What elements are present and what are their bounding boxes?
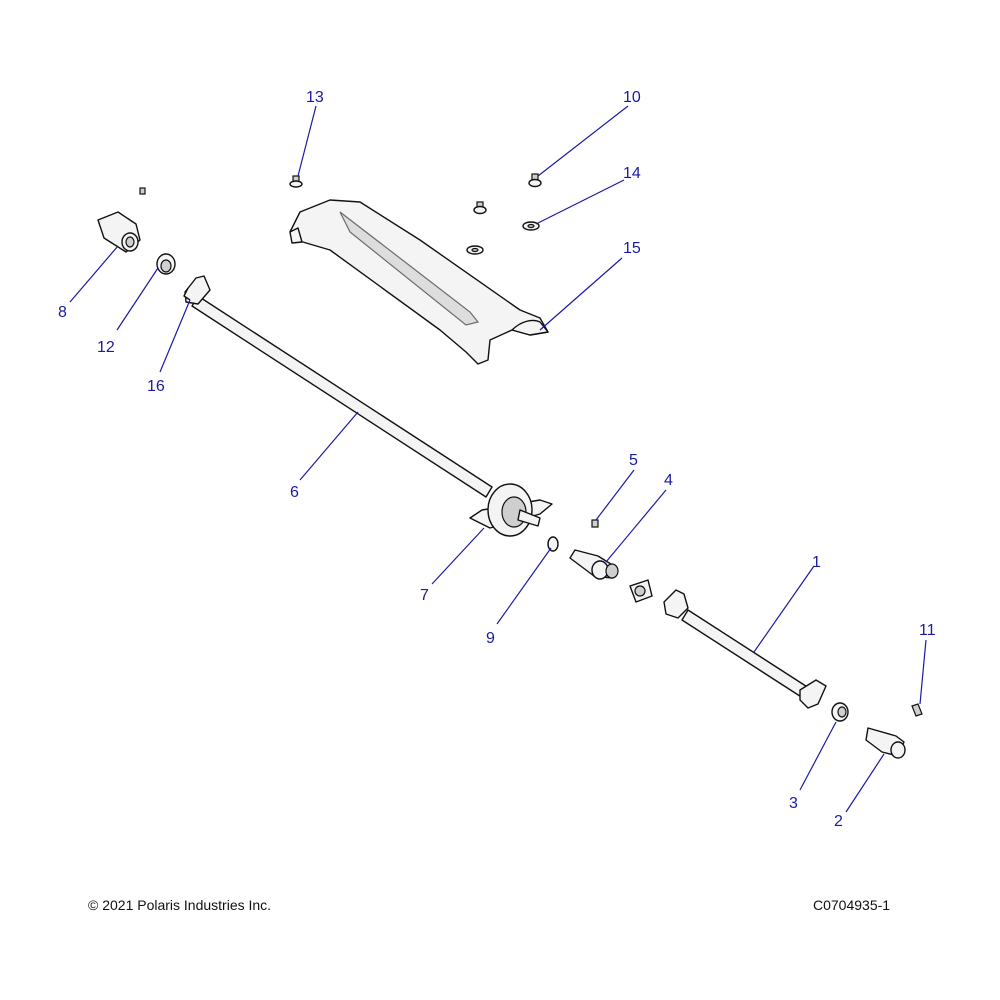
washer-center — [466, 245, 484, 255]
grease-fitting-5 — [591, 519, 599, 528]
callout-4: 4 — [664, 472, 673, 489]
copyright-notice: © 2021 Polaris Industries Inc. — [88, 897, 272, 913]
grease-fitting-front — [139, 187, 146, 195]
callout-5: 5 — [629, 452, 638, 469]
u-joint-3 — [831, 702, 849, 722]
roll-pin — [911, 703, 923, 717]
guard-bolt-10 — [528, 173, 542, 188]
u-joint-middle — [629, 579, 653, 603]
guard-bolt-13 — [289, 175, 303, 188]
drive-shaft-guard — [289, 199, 549, 365]
rear-yoke-2 — [865, 727, 906, 759]
slip-yoke — [569, 549, 619, 580]
callout-15: 15 — [623, 240, 641, 257]
callout-16: 16 — [147, 378, 165, 395]
u-joint-12 — [156, 253, 176, 275]
front-yoke-8 — [97, 211, 141, 253]
callout-8: 8 — [58, 304, 67, 321]
callout-1: 1 — [812, 554, 821, 571]
callout-2: 2 — [834, 813, 843, 830]
guard-bolt-center — [473, 201, 487, 215]
callout-7: 7 — [420, 587, 429, 604]
o-ring — [547, 536, 559, 552]
callout-12: 12 — [97, 339, 115, 356]
leader-lines — [69, 105, 927, 813]
callout-6: 6 — [290, 484, 299, 501]
callout-11: 11 — [919, 622, 936, 639]
drawing-number: C0704935-1 — [813, 897, 891, 913]
callout-14: 14 — [623, 165, 641, 182]
callout-10: 10 — [623, 89, 641, 106]
callout-3: 3 — [789, 795, 798, 812]
carrier-bearing — [469, 483, 553, 537]
front-prop-shaft — [183, 275, 493, 498]
callout-9: 9 — [486, 630, 495, 647]
callout-13: 13 — [306, 89, 324, 106]
washer-14 — [522, 221, 540, 231]
rear-prop-shaft — [663, 589, 827, 709]
